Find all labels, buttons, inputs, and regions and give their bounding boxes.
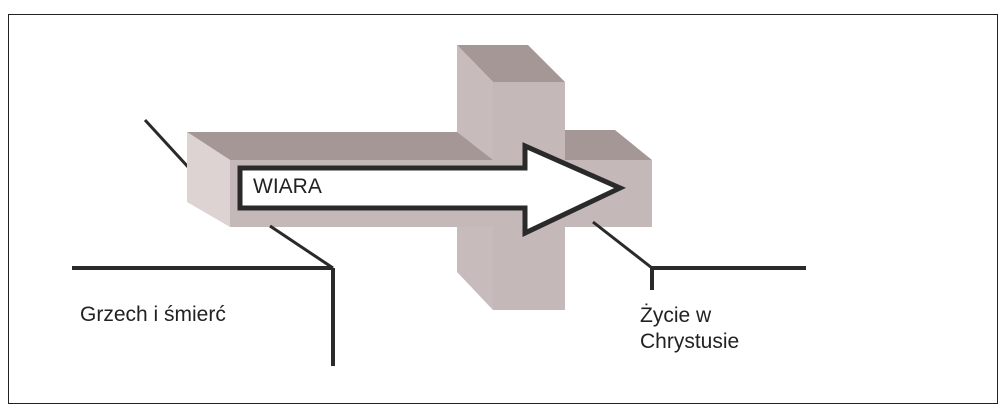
left-connector-line <box>269 224 334 270</box>
faith-arrow <box>237 142 627 237</box>
right-label-line-1: Życie w <box>640 304 712 327</box>
arrow-label: WIARA <box>253 175 322 198</box>
right-label: Życie w Chrystusie <box>640 303 739 355</box>
left-label: Grzech i śmierć <box>80 303 226 326</box>
right-label-line-2: Chrystusie <box>640 330 740 353</box>
right-connector-line <box>592 220 653 270</box>
